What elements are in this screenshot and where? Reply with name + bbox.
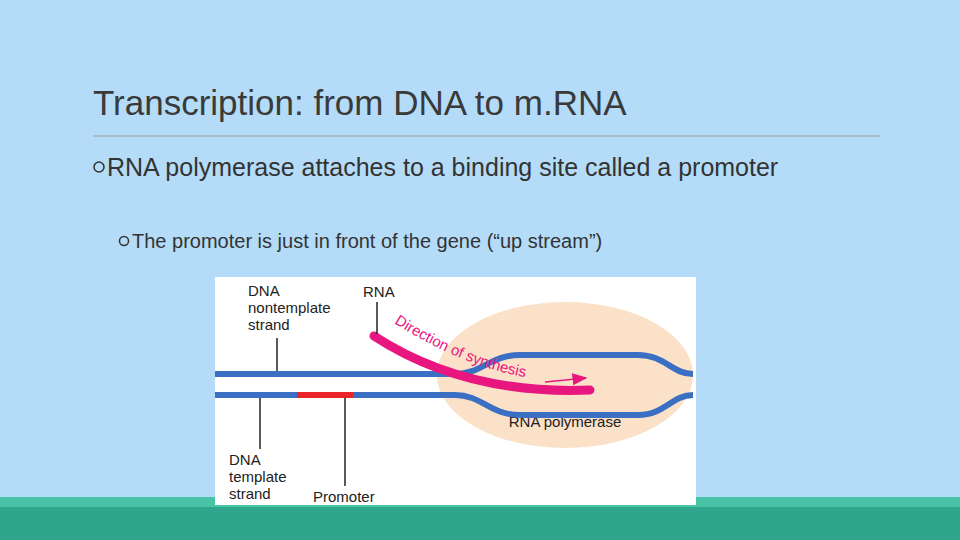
promoter-segment	[297, 392, 353, 398]
leader-line	[376, 302, 378, 334]
leader-line	[259, 398, 261, 449]
figure-background	[215, 277, 696, 505]
leader-line	[344, 398, 346, 486]
bullet-marker	[120, 237, 129, 246]
part-label: RNA	[363, 283, 395, 300]
bullet-text: RNA polymerase attaches to a binding sit…	[95, 151, 785, 184]
slide-title: Transcription: from DNA to m.RNA	[93, 83, 627, 123]
part-label: DNA nontemplate strand	[248, 282, 343, 333]
footer-band	[0, 507, 960, 540]
title-rule	[93, 136, 880, 137]
part-label: Promoter	[313, 488, 375, 505]
bullet-text: The promoter is just in front of the gen…	[132, 228, 852, 254]
leader-line	[276, 338, 278, 371]
part-label: DNA template strand	[229, 451, 309, 502]
bullet-marker	[94, 162, 104, 172]
